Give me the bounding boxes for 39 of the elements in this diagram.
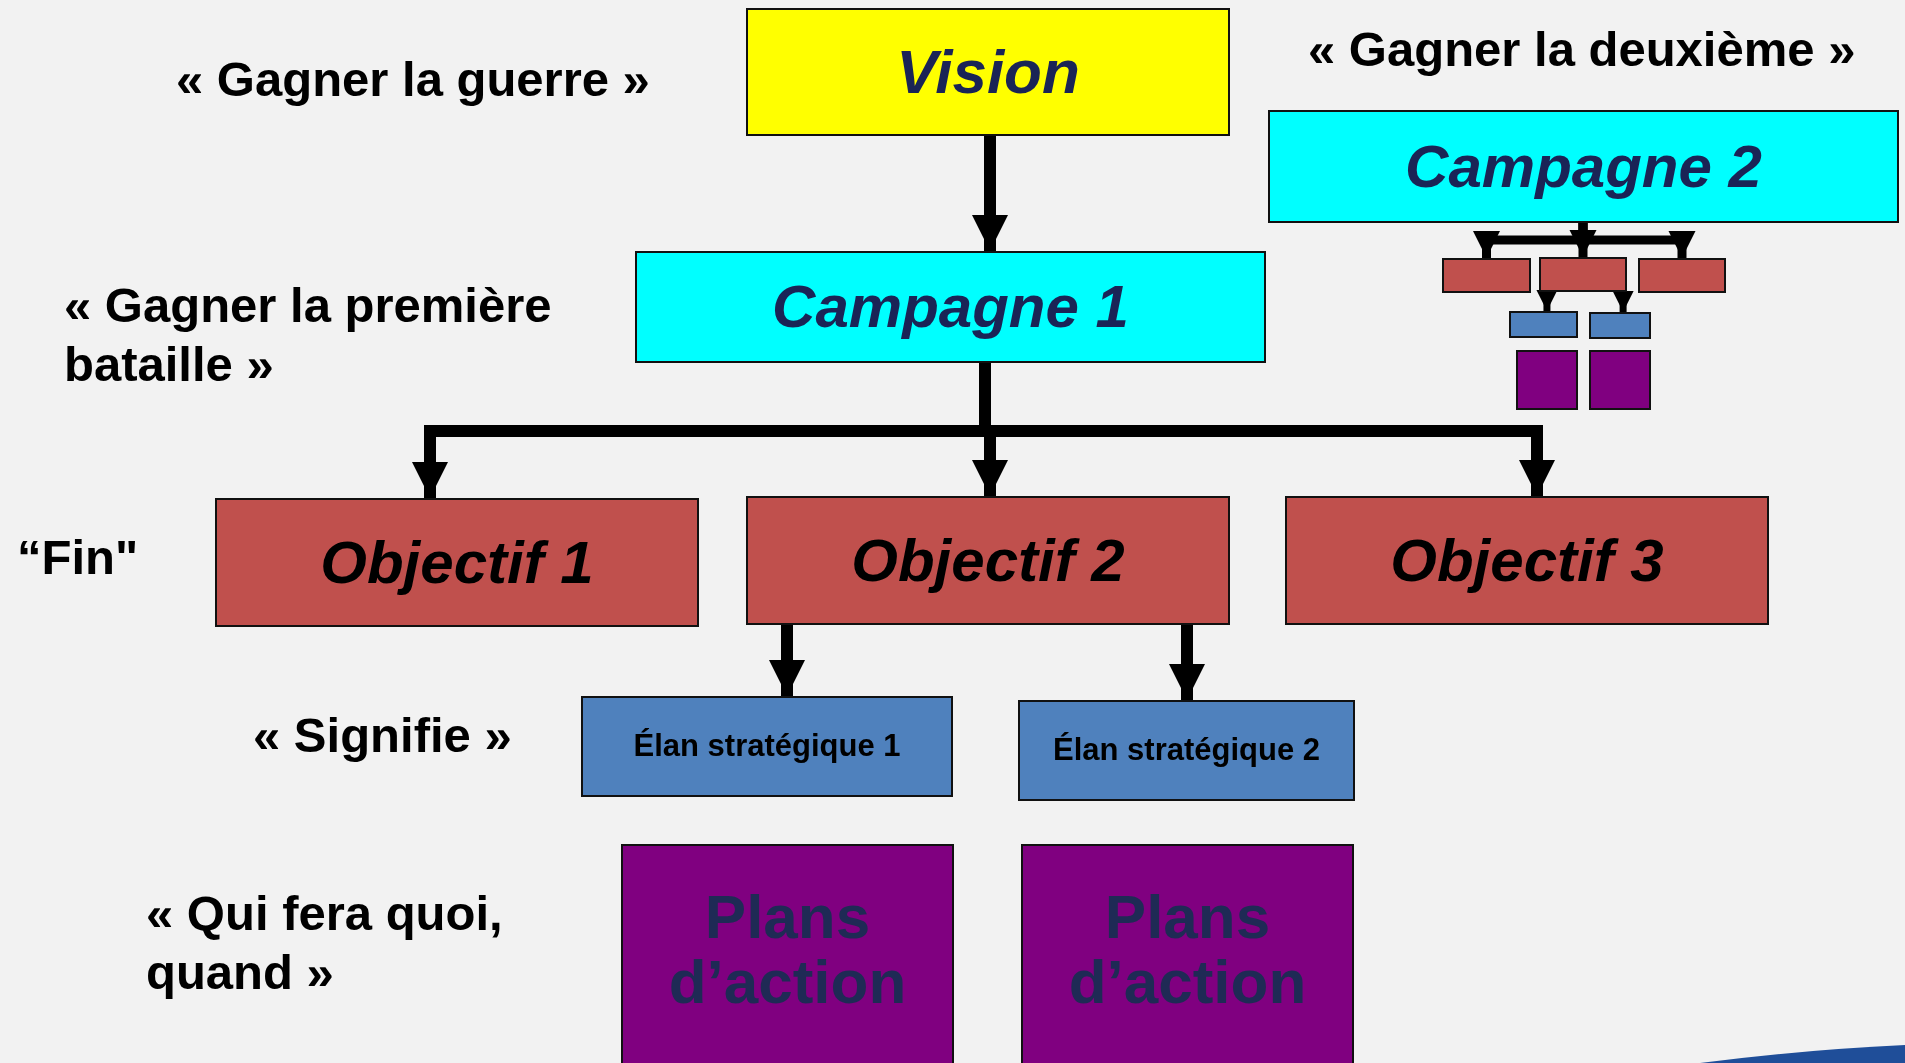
arrow [1612, 288, 1634, 312]
action-plan-box [1021, 844, 1354, 1063]
box-label: Campagne 1 [772, 274, 1129, 340]
level-caption: “Fin" [17, 529, 140, 586]
arrow [769, 625, 805, 696]
action-plan-box [621, 844, 954, 1063]
arrow [972, 136, 1008, 251]
strategic-thrust-box [1018, 700, 1355, 801]
campaign-box [1268, 110, 1899, 223]
box-label: Plans d’action [1067, 881, 1308, 1015]
objective-box [215, 498, 699, 627]
strategic-thrust-box [581, 696, 953, 797]
objective-box [1285, 496, 1769, 625]
box-label: Élan stratégique 1 [633, 729, 901, 764]
action-plan-box [1589, 350, 1651, 410]
arrow [1536, 288, 1558, 311]
objective-box [746, 496, 1230, 625]
objective-box [1638, 258, 1726, 293]
campaign-box [635, 251, 1266, 363]
strategic-thrust-box [1589, 312, 1651, 339]
box-label: Élan stratégique 2 [1053, 733, 1320, 768]
level-caption: « Gagner la deuxième » [1308, 21, 1857, 78]
box-label: Objectif 3 [1390, 527, 1664, 594]
box-label: Objectif 2 [851, 527, 1125, 594]
box-label: Plans d’action [667, 881, 908, 1015]
level-caption: « Qui fera quoi, quand » [146, 885, 504, 1001]
strategic-thrust-box [1509, 311, 1578, 338]
action-plan-box [1516, 350, 1578, 410]
objective-box [1539, 257, 1627, 292]
vision-box [746, 8, 1230, 136]
level-caption: « Gagner la guerre » [176, 51, 651, 108]
level-caption: « Signifie » [253, 707, 513, 764]
arrow [1169, 625, 1205, 700]
level-caption: « Gagner la première bataille » [64, 277, 553, 393]
arrow [1578, 223, 1696, 258]
box-label: Vision [896, 37, 1080, 107]
box-label: Campagne 2 [1405, 133, 1762, 200]
objective-box [1442, 258, 1531, 293]
box-label: Objectif 1 [320, 529, 594, 596]
